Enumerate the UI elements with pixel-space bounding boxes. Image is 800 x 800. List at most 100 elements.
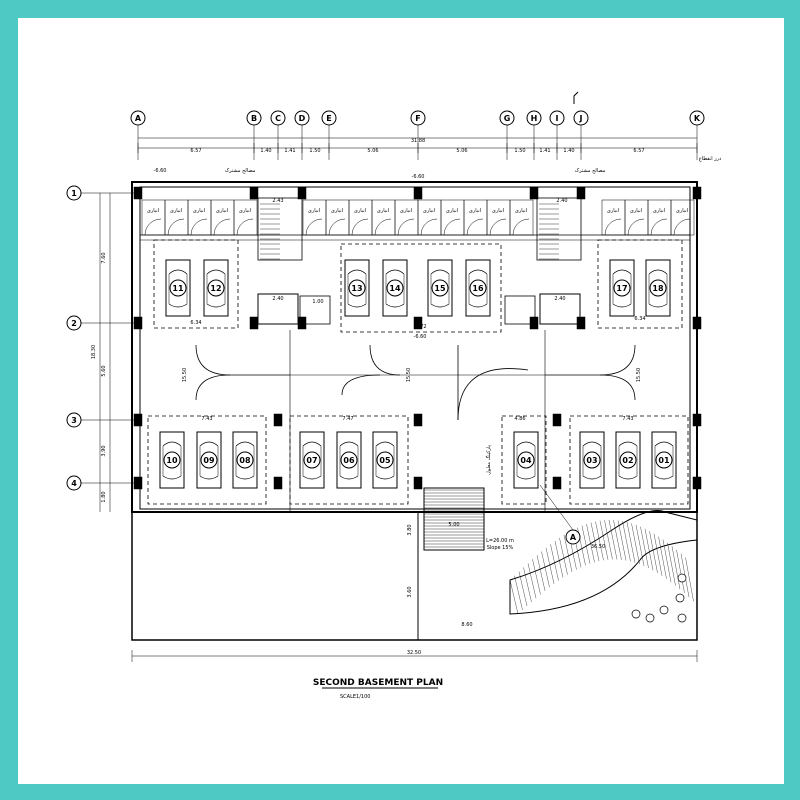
storage-unit	[486, 199, 511, 236]
traffic-arrow	[599, 374, 636, 401]
dimension-top-0: 6.57	[190, 148, 201, 154]
dimension-top-8: 1.40	[563, 148, 574, 154]
ramp-note-2: Slope 15%	[487, 545, 514, 551]
stair-core	[536, 197, 582, 261]
north-arrow	[573, 91, 579, 104]
car-windshield	[648, 269, 668, 275]
service-room-right	[504, 295, 536, 325]
grid-label-col-E: E	[326, 114, 331, 123]
storage-door-swing	[351, 218, 369, 236]
car-rear-window	[347, 303, 367, 308]
traffic-arrow	[545, 344, 636, 376]
dimension-left-1: 5.60	[101, 365, 107, 376]
parking-number-circle	[163, 451, 181, 469]
storage-door-swing	[443, 218, 461, 236]
dimension-top-1: 1.40	[260, 148, 271, 154]
dimension-top-6: 1.50	[514, 148, 525, 154]
outer-wall-lower	[131, 511, 698, 641]
grid-label-col-C: C	[275, 114, 281, 123]
ramp-curved-stripe	[640, 526, 649, 569]
structural-column	[133, 413, 143, 427]
storage-door-swing	[167, 218, 185, 236]
ramp-curved-stripe	[676, 549, 685, 594]
ramp-curved-stripe	[523, 567, 532, 603]
storage-label: انباری	[170, 208, 182, 214]
parking-number-circle	[649, 279, 667, 297]
dimension-left-overall: 18.30	[91, 345, 97, 359]
storage-unit	[394, 199, 419, 236]
parking-bay-13-16	[340, 243, 502, 333]
grid-label-row-4: 4	[71, 479, 77, 488]
parking-bay-03-01	[569, 415, 689, 505]
section-leader	[539, 484, 574, 531]
tree-symbol	[659, 605, 669, 615]
structural-column	[413, 476, 423, 490]
ramp-curved-stripe	[608, 519, 618, 560]
dimension-overall-top: 31.88	[411, 138, 425, 144]
ramp-curved-stripe	[527, 563, 537, 599]
storage-door-swing	[374, 218, 392, 236]
structural-column	[692, 413, 702, 427]
parking-number-circle	[200, 451, 218, 469]
elevator-shaft-left	[257, 293, 299, 325]
bay-dim-e: 6.34	[190, 320, 201, 326]
storage-unit	[440, 199, 465, 236]
dimension-top-4: 5.06	[367, 148, 378, 154]
car-rear-window	[654, 475, 674, 480]
car-rear-window	[582, 475, 602, 480]
ramp-curved-stripe	[559, 537, 568, 575]
parking-number-circle	[469, 279, 487, 297]
storage-label: انباری	[515, 208, 527, 214]
storage-door-swing	[512, 218, 530, 236]
ramp-curved-stripe	[653, 533, 663, 576]
car-rear-window	[168, 303, 188, 308]
dimension-left-2: 3.90	[101, 445, 107, 456]
ramp-curved-stripe	[545, 547, 555, 584]
parking-number-07: 07	[306, 456, 317, 465]
parking-number-16: 16	[472, 284, 484, 293]
storage-door-swing	[650, 218, 668, 236]
ramp-curved-stripe	[635, 524, 645, 566]
structural-column	[133, 186, 143, 200]
storage-door-swing	[673, 218, 691, 236]
parking-number-17: 17	[616, 284, 627, 293]
structural-column	[133, 476, 143, 490]
storage-door-swing	[144, 218, 162, 236]
structural-column	[692, 186, 702, 200]
bay-dim-d: 4.86	[514, 416, 525, 422]
storage-door-swing	[489, 218, 507, 236]
parking-number-08: 08	[239, 456, 251, 465]
ramp-curved-stripe	[671, 546, 681, 590]
dimension-top-5: 5.06	[456, 148, 467, 154]
ramp-curved-stripe	[518, 571, 528, 607]
tree-symbol	[645, 613, 655, 623]
parking-number-06: 06	[343, 456, 355, 465]
dimension-top-9: 6.57	[633, 148, 644, 154]
car-windshield	[168, 269, 188, 275]
grid-label-col-K: K	[694, 114, 701, 123]
label-disabled-parking: پارکینگ معلول	[485, 445, 492, 475]
plan-scale: SCALE1/100	[340, 694, 370, 700]
grid-label-col-I: I	[556, 114, 559, 123]
grid-label-col-H: H	[531, 114, 538, 123]
dimension-bottom: 32.50	[407, 650, 421, 656]
dimension-top-3: 1.50	[309, 148, 320, 154]
grid-label-row-3: 3	[71, 416, 77, 425]
parking-number-circle	[517, 451, 535, 469]
car-windshield	[612, 269, 632, 275]
ramp-curved-stripe	[514, 575, 523, 611]
ramp-curved-stripe	[626, 522, 636, 563]
ramp-curved-stripe	[581, 525, 591, 564]
structural-column	[529, 186, 539, 200]
structural-column	[413, 186, 423, 200]
bay-dim-g: 6.34	[634, 316, 645, 322]
ramp-curved-stripe	[599, 520, 609, 560]
materials-label-right: مصالح مشترک	[575, 167, 606, 174]
elevation-2: -6.60	[412, 174, 425, 180]
structural-column	[249, 316, 259, 330]
traffic-arrow	[195, 344, 290, 376]
car-windshield	[516, 441, 536, 447]
ramp-note-1: L=26.00 m	[486, 538, 514, 544]
grid-label-col-B: B	[251, 114, 257, 123]
car-windshield	[582, 441, 602, 447]
